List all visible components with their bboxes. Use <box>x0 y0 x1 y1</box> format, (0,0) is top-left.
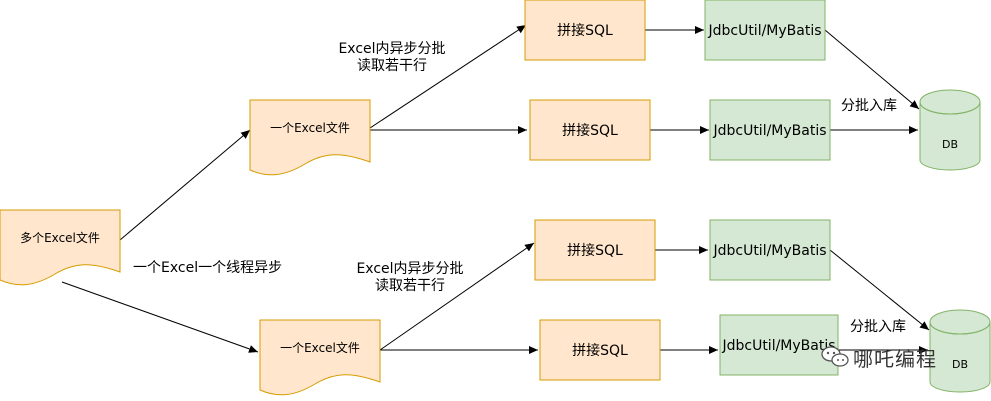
db-top-label: DB <box>942 138 958 151</box>
edge-top-file-to-sql-1 <box>369 24 527 129</box>
excel-file-bottom: 一个Excel文件 <box>259 319 381 396</box>
label-async-batch-top-2: 读取若干行 <box>357 57 427 74</box>
edge-root-to-top-file <box>119 129 251 241</box>
edge-root-to-bottom-file <box>61 281 259 353</box>
edge-bottom-file-to-sql-3 <box>379 242 535 351</box>
sql-box-3-label: 拼接SQL <box>567 242 623 259</box>
jdbc-box-1: JdbcUtil/MyBatis <box>704 0 826 61</box>
watermark: 哪吒编程 <box>821 346 937 371</box>
sql-box-4-label: 拼接SQL <box>572 342 628 359</box>
label-async-batch-top-1: Excel内异步分批 <box>338 41 445 57</box>
jdbc-box-4-label: JdbcUtil/MyBatis <box>721 338 835 354</box>
edges <box>61 24 930 354</box>
wechat-icon <box>821 346 849 367</box>
sql-box-2: 拼接SQL <box>529 99 651 161</box>
excel-file-top: 一个Excel文件 <box>249 99 371 176</box>
db-bottom: DB <box>929 309 991 393</box>
root-document: 多个Excel文件 <box>0 209 121 286</box>
sql-box-2-label: 拼接SQL <box>562 122 618 139</box>
edge-jdbc-3-to-db-bottom <box>829 249 930 331</box>
sql-box-4: 拼接SQL <box>539 319 661 381</box>
root-document-label: 多个Excel文件 <box>20 230 100 245</box>
edge-jdbc-1-to-db-top <box>824 29 920 110</box>
jdbc-box-3-label: JdbcUtil/MyBatis <box>712 243 826 259</box>
label-batch-insert-top: 分批入库 <box>841 98 897 114</box>
jdbc-box-2-label: JdbcUtil/MyBatis <box>712 123 826 139</box>
excel-file-bottom-label: 一个Excel文件 <box>280 340 360 355</box>
label-async-batch-bottom-2: 读取若干行 <box>375 277 445 294</box>
jdbc-box-1-label: JdbcUtil/MyBatis <box>707 23 821 39</box>
watermark-text: 哪吒编程 <box>853 347 937 371</box>
jdbc-box-3: JdbcUtil/MyBatis <box>709 219 831 281</box>
label-thread-per-excel: 一个Excel一个线程异步 <box>133 260 282 276</box>
sql-box-3: 拼接SQL <box>534 219 656 281</box>
excel-file-top-label: 一个Excel文件 <box>270 120 350 135</box>
label-async-batch-bottom-1: Excel内异步分批 <box>356 261 463 277</box>
sql-box-1-label: 拼接SQL <box>557 22 613 39</box>
label-batch-insert-bottom: 分批入库 <box>850 319 906 335</box>
sql-box-1: 拼接SQL <box>524 0 646 61</box>
db-bottom-label: DB <box>952 358 968 371</box>
jdbc-box-2: JdbcUtil/MyBatis <box>709 99 831 161</box>
jdbc-box-4: JdbcUtil/MyBatis <box>719 314 839 376</box>
db-top: DB <box>919 89 981 171</box>
